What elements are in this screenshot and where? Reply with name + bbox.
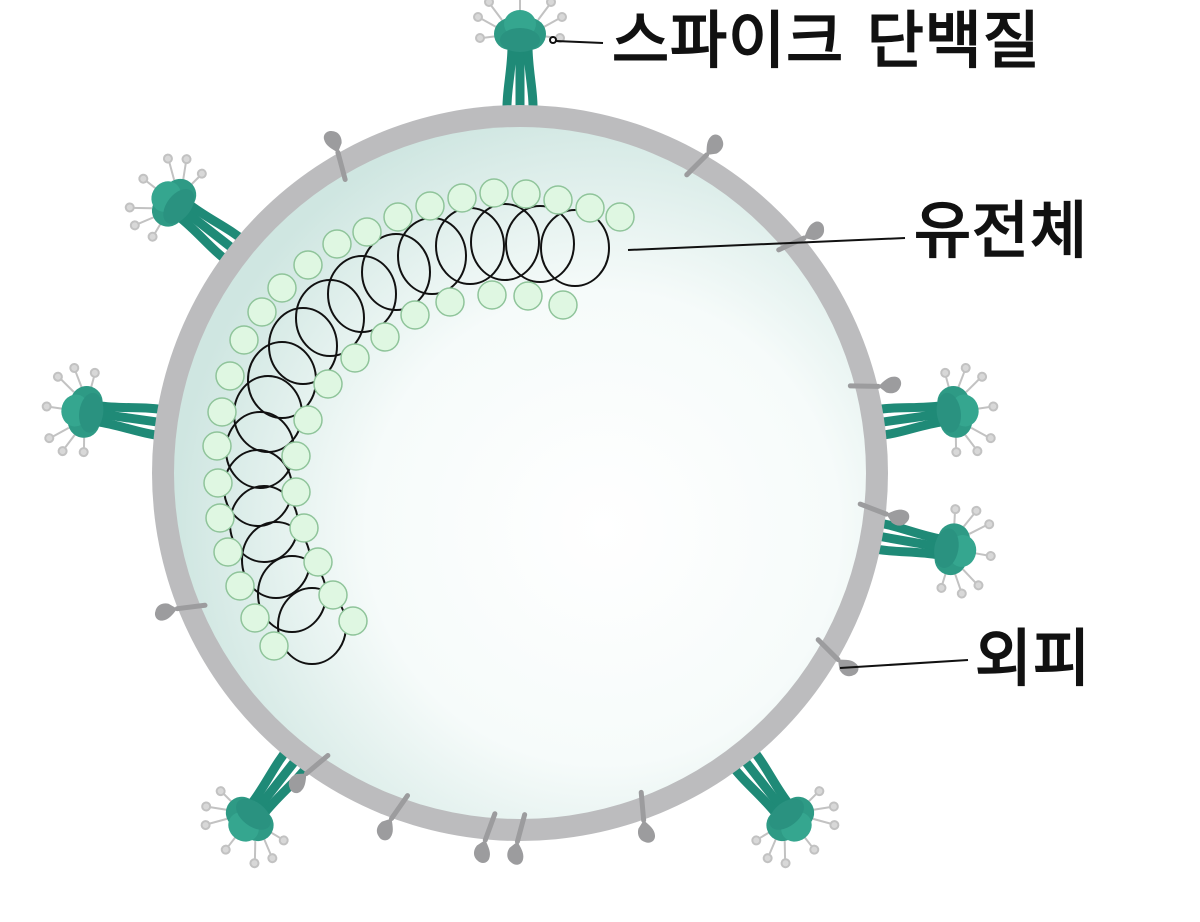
rna-loop-8 (295, 279, 365, 357)
nucleocapsid-bead-18 (203, 468, 233, 498)
nucleocapsid-bead-12 (267, 273, 297, 303)
nucleocapsid-bead-29 (370, 322, 400, 352)
genome-leader-line (627, 237, 906, 251)
virus-interior (174, 127, 866, 819)
nucleocapsid-bead-19 (205, 503, 235, 533)
rna-loop-6 (361, 233, 431, 311)
nucleocapsid-bead-25 (513, 281, 543, 311)
nucleocapsid-bead-31 (313, 369, 343, 399)
nucleocapsid-bead-28 (400, 300, 430, 330)
spike-protein-1 (474, 0, 566, 116)
nucleocapsid-bead-35 (289, 513, 319, 543)
nucleocapsid-bead-33 (281, 441, 311, 471)
nucleocapsid-bead-38 (338, 606, 368, 636)
spike-leader-line (555, 40, 604, 44)
envelope-leader-line (839, 659, 969, 669)
leader-lines (549, 36, 969, 669)
spike-protein-4 (867, 360, 1004, 469)
nucleocapsid-bead-13 (247, 297, 277, 327)
envelope-label: 외피 (975, 622, 1092, 695)
nucleocapsid-bead-6 (447, 183, 477, 213)
nucleocapsid-bead-22 (240, 603, 270, 633)
rna-loop-2 (505, 205, 575, 283)
nucleocapsid-bead-15 (215, 361, 245, 391)
nucleocapsid-bead-34 (281, 477, 311, 507)
rna-loop-1 (540, 209, 610, 287)
nucleocapsid-bead-26 (477, 280, 507, 310)
spike-leader-dot (549, 36, 557, 44)
genome-label: 유전체 (914, 194, 1089, 267)
nucleocapsid-bead-37 (318, 580, 348, 610)
nucleocapsid-bead-5 (479, 178, 509, 208)
nucleocapsid-bead-14 (229, 325, 259, 355)
rna-loop-3 (470, 203, 540, 281)
nucleocapsid-bead-9 (352, 217, 382, 247)
spike-protein-3 (36, 360, 173, 469)
nucleocapsid-bead-30 (340, 343, 370, 373)
nucleocapsid-bead-20 (213, 537, 243, 567)
nucleocapsid-bead-23 (259, 631, 289, 661)
nucleocapsid-bead-36 (303, 547, 333, 577)
nucleocapsid-beads (202, 178, 635, 661)
rna-coil (223, 203, 610, 665)
nucleocapsid-bead-17 (202, 431, 232, 461)
rna-loop-9 (268, 307, 338, 385)
nucleocapsid-bead-2 (575, 193, 605, 223)
nucleocapsid-bead-27 (435, 287, 465, 317)
nucleocapsid-bead-16 (207, 397, 237, 427)
nucleocapsid-bead-32 (293, 405, 323, 435)
nucleocapsid-bead-21 (225, 571, 255, 601)
nucleocapsid-bead-24 (548, 290, 578, 320)
nucleocapsid-bead-11 (293, 250, 323, 280)
nucleocapsid-bead-3 (543, 185, 573, 215)
nucleocapsid-bead-7 (415, 191, 445, 221)
nucleocapsid-bead-8 (383, 202, 413, 232)
nucleocapsid-bead-10 (322, 229, 352, 259)
spike-protein-label: 스파이크 단백질 (612, 4, 1041, 77)
nucleocapsid-bead-1 (605, 202, 635, 232)
nucleocapsid-bead-4 (511, 179, 541, 209)
